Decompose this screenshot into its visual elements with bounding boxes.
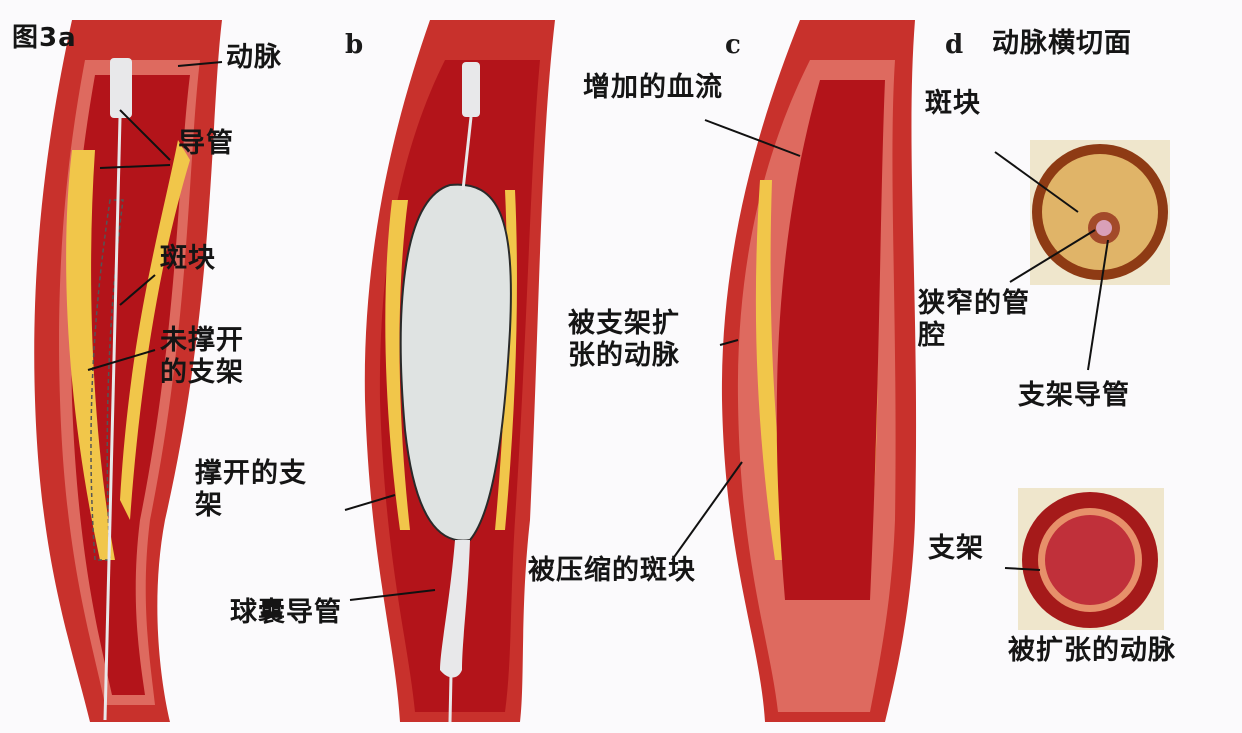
panel-letter-c: c: [725, 30, 741, 60]
panel-letter-d: d: [945, 30, 964, 60]
label-stent: 支架: [928, 533, 984, 564]
label-narrowed-lumen: 狭窄的管 腔: [918, 288, 1030, 351]
label-plaque-d: 斑块: [925, 88, 981, 119]
label-increased-blood-flow: 增加的血流: [583, 72, 723, 103]
label-plaque-a: 斑块: [160, 243, 216, 274]
label-balloon-catheter: 球囊导管: [230, 597, 342, 628]
panel-c-vessel: [721, 20, 917, 722]
panel-letter-b: b: [345, 30, 364, 60]
label-expanded-stent: 撑开的支 架: [195, 458, 307, 521]
panel-b-vessel: [364, 20, 555, 723]
label-catheter: 导管: [178, 128, 234, 159]
label-compressed-plaque: 被压缩的斑块: [528, 555, 696, 586]
panel-a-vessel: [34, 20, 222, 722]
panel-d-cross-sections: [1018, 140, 1170, 630]
label-stent-catheter: 支架导管: [1018, 380, 1130, 411]
label-unexpanded-stent: 未撑开 的支架: [160, 325, 244, 388]
label-dilated-artery: 被扩张的动脉: [1008, 635, 1176, 666]
label-cross-section-heading: 动脉横切面: [992, 28, 1132, 59]
leader-lines: [87, 61, 1109, 601]
label-stent-expanded-artery: 被支架扩 张的动脉: [568, 308, 680, 371]
label-artery: 动脉: [226, 42, 282, 73]
figure-title: 图3a: [12, 23, 77, 53]
